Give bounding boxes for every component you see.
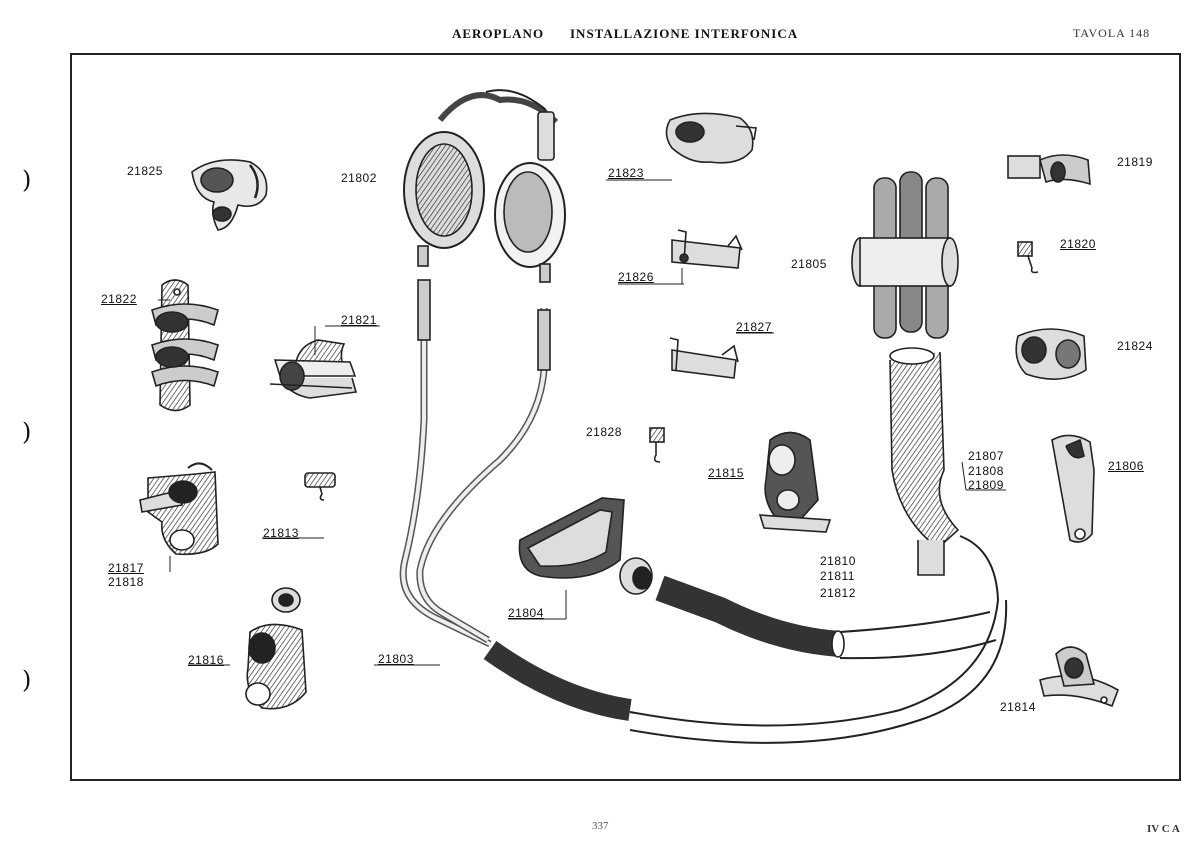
- part-label-21813: 21813: [263, 526, 299, 540]
- clip-21814-illustration: [1039, 646, 1119, 708]
- part-label-21825: 21825: [127, 164, 163, 178]
- part-label-21819: 21819: [1117, 155, 1153, 169]
- mouthpiece-21804-illustration: [518, 497, 653, 595]
- clip-21819-illustration: [1007, 154, 1091, 186]
- hook-21828-illustration: [649, 427, 665, 463]
- part-label-21805: 21805: [791, 257, 827, 271]
- part-label-21814: 21814: [1000, 700, 1036, 714]
- part-label-21826: 21826: [618, 270, 654, 284]
- clip-21816-illustration: [245, 587, 307, 710]
- clip-21825-illustration: [191, 159, 268, 231]
- header-section-title: INSTALLAZIONE INTERFONICA: [570, 26, 799, 41]
- part-label-21820: 21820: [1060, 237, 1096, 251]
- header-aircraft-title: AEROPLANO: [452, 26, 545, 41]
- part-label-21815: 21815: [708, 466, 744, 480]
- part-label-21803: 21803: [378, 652, 414, 666]
- page-number: 337: [592, 820, 609, 832]
- clip-21823-illustration: [665, 112, 757, 164]
- part-label-21802: 21802: [341, 171, 377, 185]
- plate-frame: [70, 53, 1181, 781]
- part-label-21806: 21806: [1108, 459, 1144, 473]
- clip-21824-illustration: [1015, 328, 1087, 380]
- clip-21817-illustration: [139, 462, 219, 556]
- headset-21802-illustration: [403, 89, 566, 283]
- part-label-21824: 21824: [1117, 339, 1153, 353]
- part-label-21804: 21804: [508, 606, 544, 620]
- hose-21810-illustration: [483, 535, 1008, 744]
- footer-code: IV C A: [1147, 823, 1180, 835]
- cords-21803-illustration: [399, 279, 551, 648]
- junction-21805-illustration: [851, 171, 960, 576]
- clip-21815-illustration: [758, 431, 832, 533]
- part-label-21810: 21810: [820, 554, 856, 568]
- part-label-21808: 21808: [968, 464, 1004, 478]
- header-plate-number: TAVOLA 148: [1073, 26, 1151, 40]
- hook-21813-illustration: [304, 472, 336, 501]
- binding-mark-top: ): [22, 166, 32, 194]
- strap-21821-illustration: [269, 339, 358, 399]
- part-label-21816: 21816: [188, 653, 224, 667]
- part-label-21818: 21818: [108, 575, 144, 589]
- part-label-21821: 21821: [341, 313, 377, 327]
- part-label-21811: 21811: [820, 569, 855, 583]
- part-label-21828: 21828: [586, 425, 622, 439]
- part-label-21809: 21809: [968, 478, 1004, 492]
- clip-21826-illustration: [671, 229, 743, 269]
- clip-21822-illustration: [151, 279, 219, 412]
- leader-lines: [158, 179, 1006, 666]
- hook-21820-illustration: [1017, 241, 1039, 274]
- part-label-21817: 21817: [108, 561, 144, 575]
- part-label-21827: 21827: [736, 320, 772, 334]
- bracket-21806-illustration: [1051, 434, 1095, 543]
- part-label-21822: 21822: [101, 292, 137, 306]
- part-label-21807: 21807: [968, 449, 1004, 463]
- clip-21827-illustration: [669, 337, 739, 379]
- part-label-21812: 21812: [820, 586, 856, 600]
- part-label-21823: 21823: [608, 166, 644, 180]
- binding-mark-bottom: ): [22, 666, 32, 694]
- binding-mark-middle: ): [22, 418, 32, 446]
